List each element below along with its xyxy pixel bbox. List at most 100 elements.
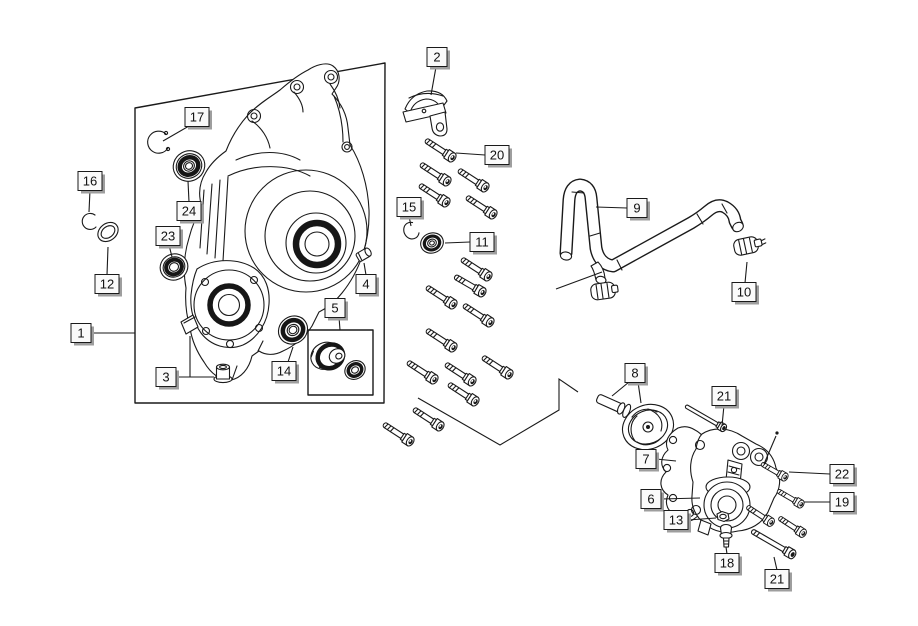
- part-number-text: 20: [490, 148, 504, 163]
- part-number-text: 12: [100, 277, 114, 292]
- part-number-text: 9: [633, 201, 640, 216]
- part-number-text: 4: [362, 277, 369, 292]
- leader-line: [763, 435, 777, 465]
- screw-drawing: [457, 168, 490, 193]
- leader-line: [455, 152, 486, 156]
- part-label-16: 16: [77, 171, 105, 194]
- hose-clamp-drawing: [590, 281, 619, 301]
- part-label-6: 6: [640, 489, 664, 512]
- part-number-text: 11: [475, 235, 489, 250]
- part-label-21: 21: [764, 569, 792, 592]
- hose-clamp-10-drawing: [733, 236, 767, 256]
- screw-drawing: [465, 195, 498, 220]
- part-number-labels: 1234567891011121314151617181920212122232…: [70, 47, 857, 592]
- hose-9-drawing: [559, 178, 744, 285]
- part-number-text: 6: [647, 492, 654, 507]
- circlip-drawing: [147, 130, 171, 154]
- part-label-3: 3: [155, 367, 179, 390]
- part-number-text: 1: [77, 326, 84, 341]
- part-number-text: 17: [190, 110, 204, 125]
- leader-lines: [88, 66, 831, 571]
- nut-13-drawing: [716, 510, 730, 523]
- screw-drawing: [444, 362, 477, 387]
- leader-line: [363, 262, 367, 276]
- part-number-text: 15: [402, 200, 416, 215]
- bearing-24-drawing: [172, 150, 206, 182]
- leader-line: [162, 125, 190, 142]
- cover-screws-group: [382, 138, 807, 560]
- leader-line: [744, 261, 748, 284]
- part-number-text: 10: [737, 285, 751, 300]
- leader-line: [187, 180, 190, 203]
- part-label-24: 24: [176, 201, 204, 224]
- part-label-9: 9: [626, 198, 650, 221]
- part-label-7: 7: [635, 449, 659, 472]
- seal-kit-box-5: [307, 329, 374, 396]
- leader-line: [287, 346, 294, 363]
- part-label-12: 12: [94, 274, 122, 297]
- part-label-22: 22: [829, 464, 857, 487]
- screw-drawing: [778, 516, 807, 538]
- screw-drawing: [684, 404, 728, 433]
- snap-ring-15-drawing: [403, 221, 420, 240]
- drain-screw-18-drawing: [719, 523, 733, 548]
- part-label-19: 19: [829, 492, 857, 515]
- part-label-1: 1: [70, 323, 94, 346]
- part-label-23: 23: [155, 226, 183, 249]
- small-plug-4-drawing: [355, 247, 372, 262]
- screw-drawing: [746, 505, 775, 527]
- leader-line: [444, 241, 471, 244]
- leader-line: [655, 458, 677, 462]
- screw-drawing: [750, 529, 797, 560]
- grommet-11-drawing: [420, 232, 444, 254]
- impeller-8-drawing: [595, 394, 675, 451]
- screw-drawing: [425, 285, 458, 310]
- screw-drawing: [382, 422, 415, 447]
- part-number-text: 21: [717, 389, 731, 404]
- leader-line: [106, 246, 109, 276]
- part-label-17: 17: [184, 107, 212, 130]
- screw-drawing: [425, 328, 458, 353]
- part-number-text: 14: [277, 364, 291, 379]
- leader-line: [773, 556, 778, 571]
- crankcase-cover-drawing: [183, 63, 370, 381]
- part-label-21: 21: [711, 386, 739, 409]
- part-label-20: 20: [484, 145, 512, 168]
- leader-line: [725, 546, 728, 555]
- bracket-2-drawing: [402, 90, 448, 137]
- part-number-text: 3: [162, 370, 169, 385]
- part-number-text: 18: [720, 556, 734, 571]
- screw-drawing: [776, 489, 805, 509]
- wedge-key-drawing: [180, 314, 199, 335]
- screw-drawing: [453, 274, 487, 298]
- screw-drawing: [447, 382, 480, 407]
- leader-line: [660, 497, 701, 500]
- leader-line: [595, 206, 628, 209]
- washer-16-drawing: [81, 212, 97, 230]
- part-label-18: 18: [714, 553, 742, 576]
- screw-drawing: [412, 407, 445, 432]
- part-number-text: 24: [182, 204, 196, 219]
- screw-drawing: [424, 138, 457, 163]
- screw-drawing: [418, 183, 451, 208]
- part-number-text: 16: [83, 174, 97, 189]
- part-number-text: 19: [835, 495, 849, 510]
- part-label-2: 2: [426, 47, 450, 70]
- leader-line: [430, 66, 437, 96]
- leader-line: [555, 271, 603, 290]
- reference-dot: [775, 431, 779, 435]
- part-number-text: 22: [835, 467, 849, 482]
- part-label-15: 15: [396, 197, 424, 220]
- leader-line: [788, 471, 831, 475]
- o-ring-12-drawing: [97, 221, 119, 243]
- screw-drawing: [419, 162, 452, 187]
- leader-line: [88, 189, 91, 213]
- part-label-5: 5: [324, 298, 348, 321]
- leader-line: [611, 381, 630, 397]
- plug-3-drawing: [213, 363, 233, 384]
- screw-drawing: [481, 355, 514, 380]
- part-label-13: 13: [663, 510, 691, 533]
- oil-seal-14-drawing: [277, 315, 309, 345]
